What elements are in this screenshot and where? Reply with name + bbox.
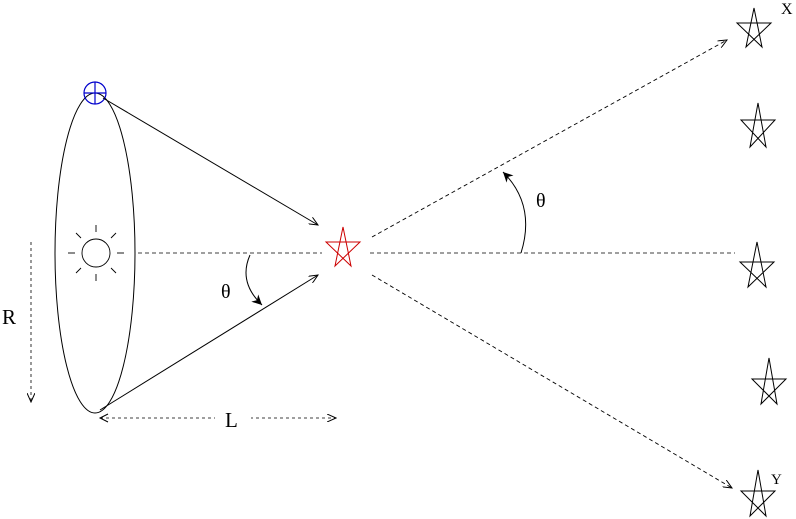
ray-to-y (371, 274, 732, 488)
star-3-icon (738, 241, 776, 289)
earth-symbol-icon (83, 81, 107, 105)
angle-arc-left (245, 254, 263, 306)
star-y-label: Y (771, 472, 782, 488)
angle-label-right: θ (536, 190, 546, 212)
lens-star-icon (324, 226, 362, 268)
distance-label: L (225, 408, 238, 432)
ray-bottom (99, 275, 318, 411)
distance-arrow-left-head (98, 413, 109, 423)
sun-icon (68, 225, 124, 281)
distance-label-bg (215, 408, 251, 428)
star-4-icon (750, 357, 788, 406)
radius-label: R (2, 305, 16, 329)
ray-to-x (371, 40, 727, 238)
star-y-icon (739, 469, 777, 518)
star-x-icon (735, 7, 773, 49)
star-x-label: X (781, 1, 793, 18)
angle-arc-right (502, 171, 527, 254)
star-2-icon (739, 102, 777, 149)
ray-top (102, 97, 318, 225)
angle-label-left: θ (221, 281, 231, 303)
